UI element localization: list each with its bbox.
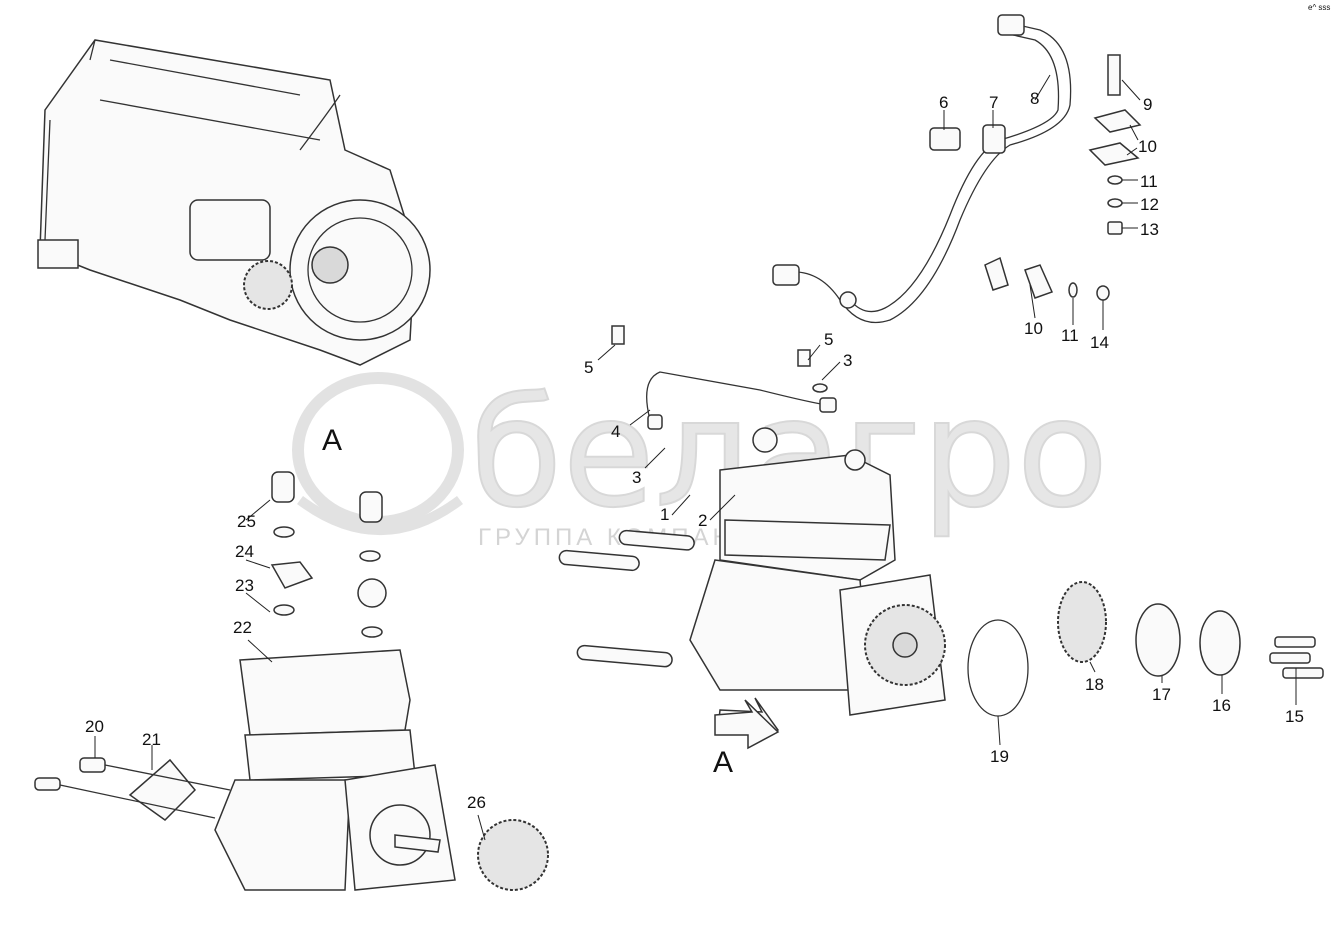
leader-lines bbox=[94, 74, 1297, 841]
callout-5a: 5 bbox=[584, 358, 593, 377]
callout-5b: 5 bbox=[824, 330, 833, 349]
callout-16: 16 bbox=[1212, 696, 1231, 715]
view-arrow-a bbox=[714, 699, 780, 750]
callout-14: 14 bbox=[1090, 333, 1109, 352]
callout-6: 6 bbox=[939, 93, 948, 112]
callout-25: 25 bbox=[237, 512, 256, 531]
callout-11a: 11 bbox=[1140, 172, 1158, 191]
callout-20: 20 bbox=[85, 717, 104, 736]
watermark-logo-swoosh bbox=[297, 495, 463, 535]
callout-10a: 10 bbox=[1138, 137, 1157, 156]
callout-24: 24 bbox=[235, 542, 254, 561]
callout-21: 21 bbox=[142, 730, 161, 749]
callout-2: 2 bbox=[698, 511, 707, 530]
callout-11b: 11 bbox=[1061, 326, 1079, 345]
callout-7: 7 bbox=[989, 93, 998, 112]
callout-18: 18 bbox=[1085, 675, 1104, 694]
callout-9: 9 bbox=[1143, 95, 1152, 114]
callout-3a: 3 bbox=[632, 468, 641, 487]
compressor-right bbox=[558, 325, 1324, 747]
callout-1: 1 bbox=[660, 505, 669, 524]
callout-labels: 1 2 3 3 4 5 5 6 7 8 9 10 10 11 11 12 13 … bbox=[85, 89, 1304, 812]
corner-code: e^ sss bbox=[1308, 3, 1330, 12]
callout-26: 26 bbox=[467, 793, 486, 812]
callout-15: 15 bbox=[1285, 707, 1304, 726]
callout-19: 19 bbox=[990, 747, 1009, 766]
callout-10b: 10 bbox=[1024, 319, 1043, 338]
callout-8: 8 bbox=[1030, 89, 1039, 108]
callout-17: 17 bbox=[1152, 685, 1171, 704]
callout-13: 13 bbox=[1140, 220, 1159, 239]
engine-assembly bbox=[37, 39, 431, 366]
view-label-a-left: A bbox=[322, 424, 342, 457]
view-label-a-right: A bbox=[713, 746, 733, 779]
callout-23: 23 bbox=[235, 576, 254, 595]
callout-4: 4 bbox=[611, 422, 620, 441]
compressor-left bbox=[34, 471, 549, 891]
callout-12: 12 bbox=[1140, 195, 1159, 214]
callout-22: 22 bbox=[233, 618, 252, 637]
callout-3b: 3 bbox=[843, 351, 852, 370]
hardware-set-right bbox=[929, 54, 1142, 301]
pipe-assembly bbox=[772, 14, 1072, 324]
